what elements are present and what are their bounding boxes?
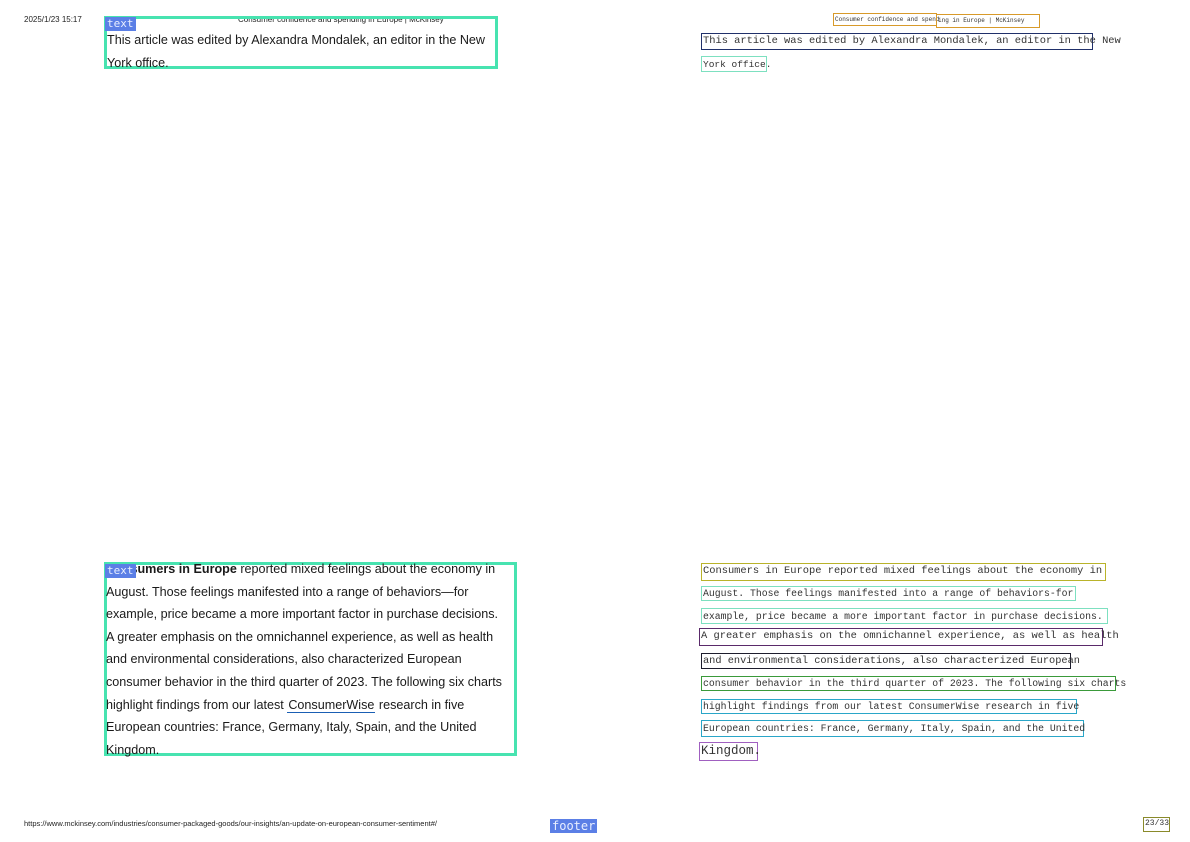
intro-line: European countries: France, Germany, Ita…: [106, 720, 477, 735]
intro-line-7-before: highlight findings from our latest: [106, 697, 288, 712]
article-editor-note: This article was edited by Alexandra Mon…: [107, 29, 485, 74]
ocr-header-a: Consumer confidence and spend: [833, 13, 939, 26]
print-timestamp: 2025/1/23 15:17: [24, 15, 82, 24]
intro-bold-lead: Consumers in Europe: [106, 562, 237, 576]
ocr-line: Consumers in Europe reported mixed feeli…: [701, 563, 1106, 581]
print-header-title: Consumer confidence and spending in Euro…: [238, 15, 444, 24]
intro-line: A greater emphasis on the omnichannel ex…: [106, 629, 494, 644]
ocr-line: highlight findings from our latest Consu…: [701, 699, 1080, 714]
layout-label-text-2: text: [105, 564, 136, 578]
intro-line: consumer behavior in the third quarter o…: [106, 674, 502, 689]
ocr-line: A greater emphasis on the omnichannel ex…: [699, 628, 1119, 646]
ocr-line: This article was edited by Alexandra Mon…: [701, 33, 1121, 50]
article-intro-paragraph: Consumers in Europe reported mixed feeli…: [106, 558, 502, 761]
layout-label-footer: footer: [550, 819, 598, 833]
ocr-line: Kingdom.: [699, 742, 761, 761]
print-footer-url: https://www.mckinsey.com/industries/cons…: [24, 819, 437, 828]
intro-line: example, price became a more important f…: [106, 607, 498, 622]
intro-line: Kingdom.: [106, 742, 160, 757]
editor-note-line: York office.: [107, 55, 169, 70]
ocr-page-number: 23/33: [1143, 817, 1170, 832]
editor-note-line: This article was edited by Alexandra Mon…: [107, 33, 486, 47]
consumerwise-link[interactable]: ConsumerWise: [287, 697, 376, 713]
intro-line: August. Those feelings manifested into a…: [106, 584, 469, 599]
ocr-line: and environmental considerations, also c…: [701, 653, 1080, 669]
intro-line-7-after: research in five: [375, 697, 465, 712]
ocr-line: consumer behavior in the third quarter o…: [701, 676, 1127, 691]
intro-line-1-rest: reported mixed feelings about the econom…: [236, 562, 496, 576]
layout-label-text-1: text: [105, 17, 136, 31]
layout-box-text-1: [104, 16, 498, 69]
intro-line: Consumers in Europe reported mixed feeli…: [106, 558, 502, 581]
ocr-line: European countries: France, Germany, Ita…: [701, 720, 1085, 737]
intro-line: and environmental considerations, also c…: [106, 652, 462, 667]
ocr-line: August. Those feelings manifested into a…: [701, 586, 1076, 601]
intro-line: highlight findings from our latest Consu…: [106, 694, 502, 717]
layout-box-text-2: [104, 562, 517, 756]
ocr-header-b: ing in Europe | McKinsey: [936, 14, 1040, 28]
ocr-line: York office.: [701, 56, 771, 72]
ocr-line: example, price became a more important f…: [701, 608, 1108, 624]
